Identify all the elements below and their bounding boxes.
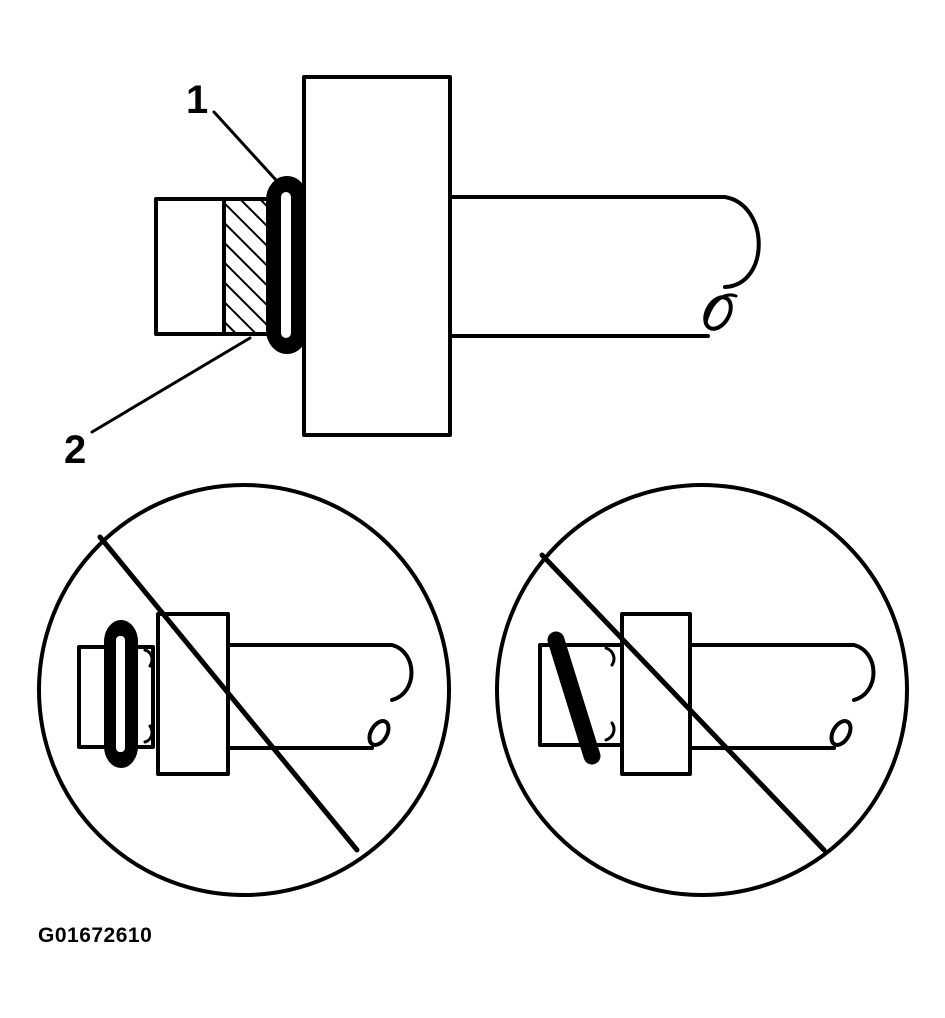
prohibition-slash xyxy=(97,534,360,853)
pipe-opening xyxy=(703,295,733,331)
twisted-o-ring xyxy=(547,631,601,765)
incorrect-installation-view-left xyxy=(37,483,451,897)
flange-nut xyxy=(302,75,452,437)
o-ring-seat-hatched xyxy=(222,197,274,336)
callout-1-label: 1 xyxy=(186,78,209,122)
figure-code: G01672610 xyxy=(38,924,153,947)
prohibition-slash xyxy=(539,552,827,853)
incorrect-installation-view-right xyxy=(495,483,909,897)
prohibition-circle xyxy=(495,483,909,897)
leader-line-1 xyxy=(212,110,278,182)
callout-2-label: 2 xyxy=(64,428,87,472)
correct-installation-view xyxy=(90,75,761,437)
fitting-end xyxy=(154,197,226,336)
leader-line-2 xyxy=(90,336,252,434)
pipe-body xyxy=(448,195,761,289)
